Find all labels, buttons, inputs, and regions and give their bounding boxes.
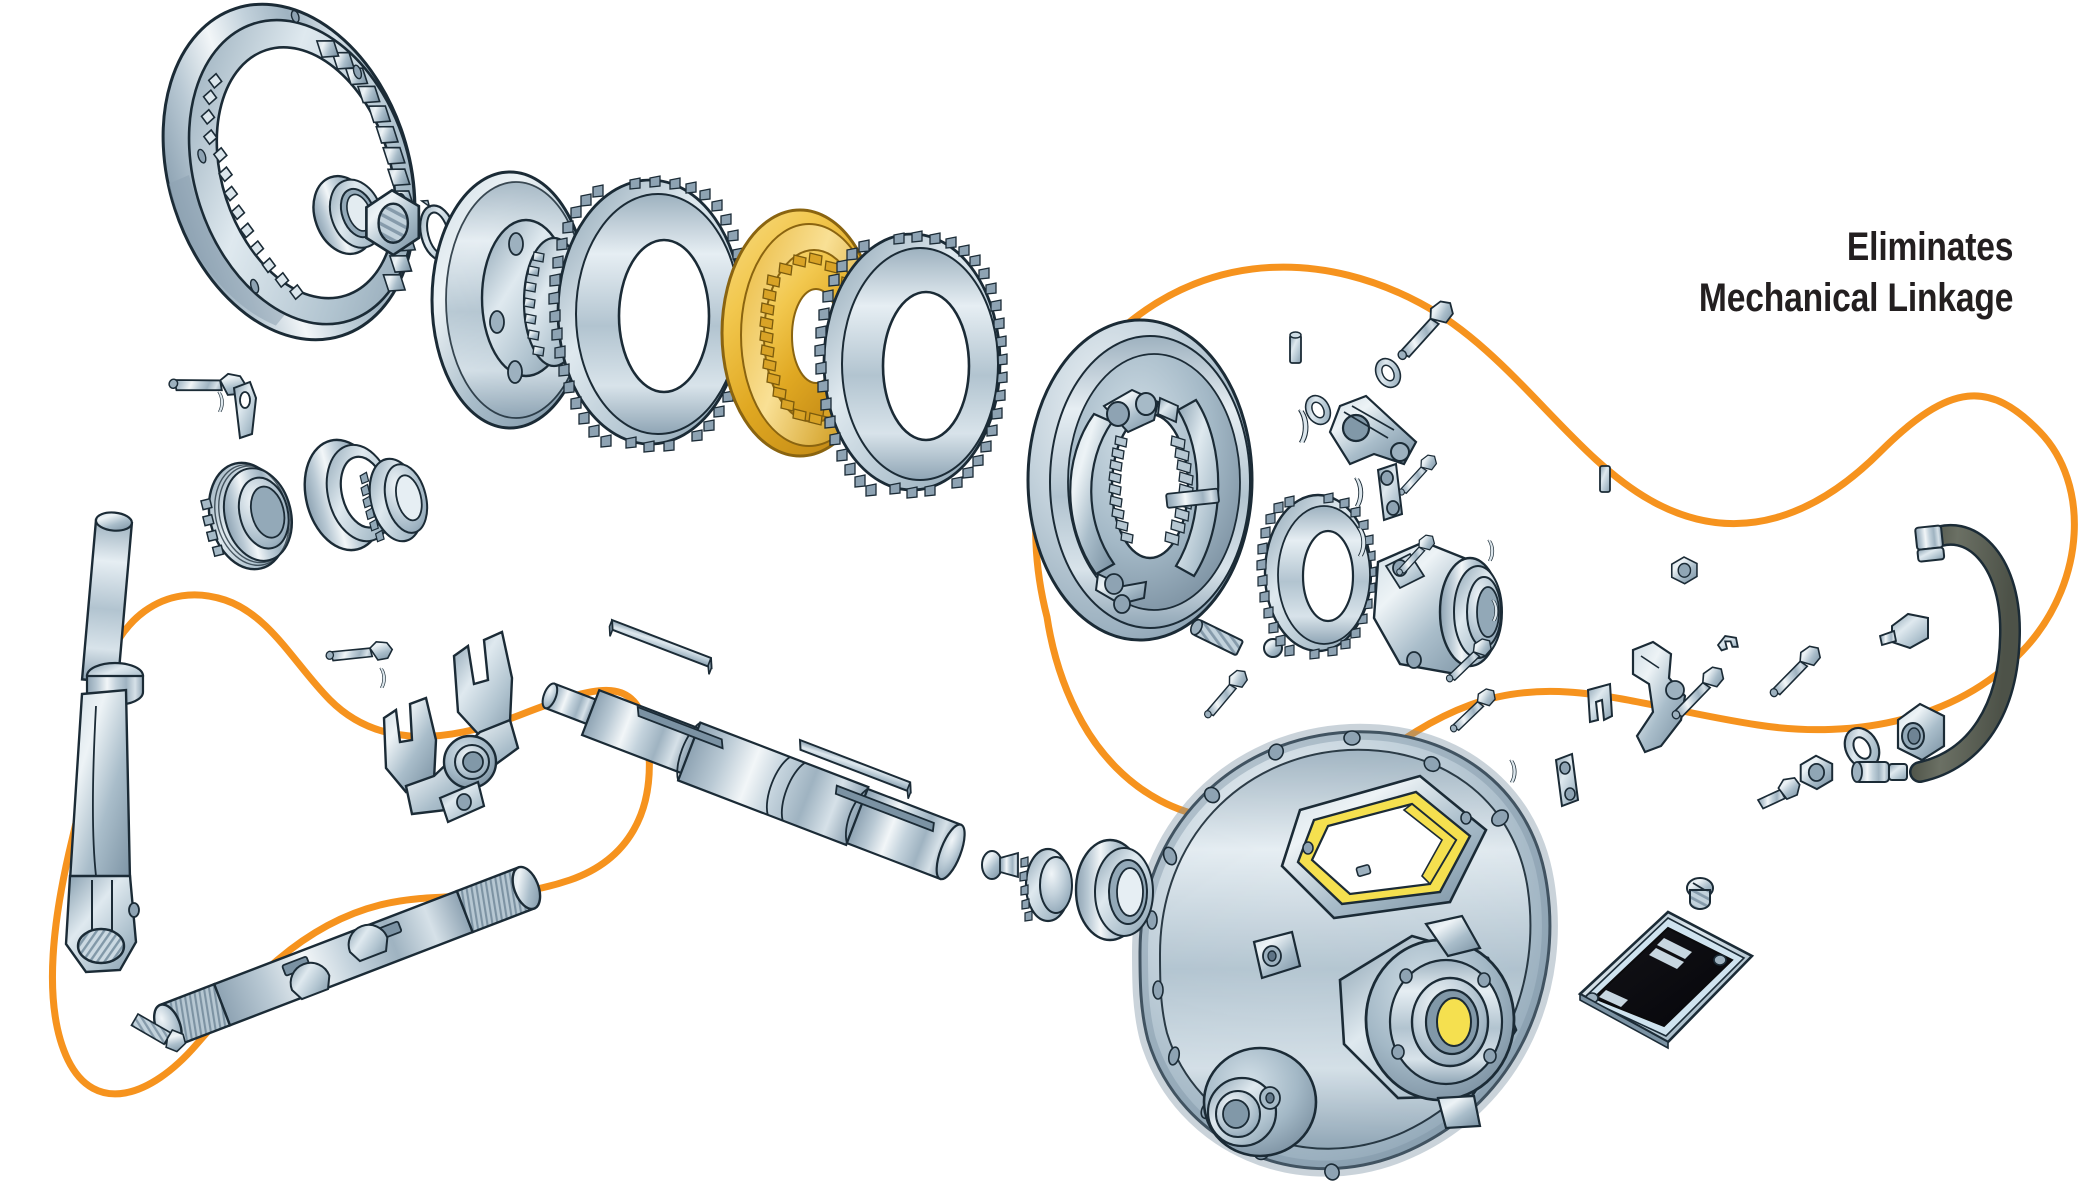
part-u-clip	[1716, 635, 1739, 652]
part-bell-housing	[1131, 723, 1558, 1181]
hose-block-fitting	[1896, 702, 1946, 762]
part-bearing-right	[1074, 838, 1154, 942]
part-adjuster-screw	[1189, 618, 1244, 656]
callout-line-2: Mechanical Linkage	[1698, 276, 2014, 321]
fitting-bolt	[1756, 776, 1801, 810]
part-main-output-shaft	[541, 618, 966, 881]
group-left-bearing-cluster	[166, 350, 429, 571]
callout-label: Eliminates Mechanical Linkage	[1698, 222, 2014, 324]
part-ring-nut	[200, 461, 293, 571]
part-brake-backing-plate-assembly	[1026, 318, 1254, 642]
part-woodruff-key-a	[289, 961, 331, 1001]
part-pin-short	[1599, 465, 1611, 493]
callout-line-1: Eliminates	[1846, 225, 2014, 269]
part-shaft-key-b	[798, 738, 912, 799]
part-toothed-clutch-plate-2	[814, 230, 1008, 499]
callout-outline-lower-left	[48, 591, 653, 1098]
part-tab-lock	[232, 380, 258, 440]
part-shift-fork	[382, 630, 520, 824]
part-hex-lock-nut	[365, 188, 421, 257]
part-hydraulic-hose	[1851, 524, 2022, 783]
part-bearing-carrier-housing	[1372, 540, 1503, 676]
small-connector	[1878, 612, 1929, 650]
part-woodruff-key-b	[347, 923, 389, 963]
part-shift-lever-arm	[64, 511, 145, 974]
part-identification-data-plate	[1577, 910, 1755, 1050]
group-far-right-parts	[1586, 556, 1946, 810]
part-splined-ring-mid	[359, 457, 429, 543]
part-link-plate-small	[1554, 752, 1580, 808]
part-plate-screw	[1686, 877, 1714, 910]
part-splined-shift-rail	[152, 865, 542, 1048]
part-splined-collar-right	[1019, 847, 1073, 923]
part-shaft-end-coupler	[981, 850, 1019, 880]
part-rail-bolt	[130, 1012, 187, 1053]
part-abs-tone-ring	[1256, 492, 1377, 660]
group-misc-hardware	[1192, 465, 1830, 808]
group-upper-right-fasteners	[1289, 297, 1465, 577]
part-shaft-key-a	[608, 618, 713, 675]
